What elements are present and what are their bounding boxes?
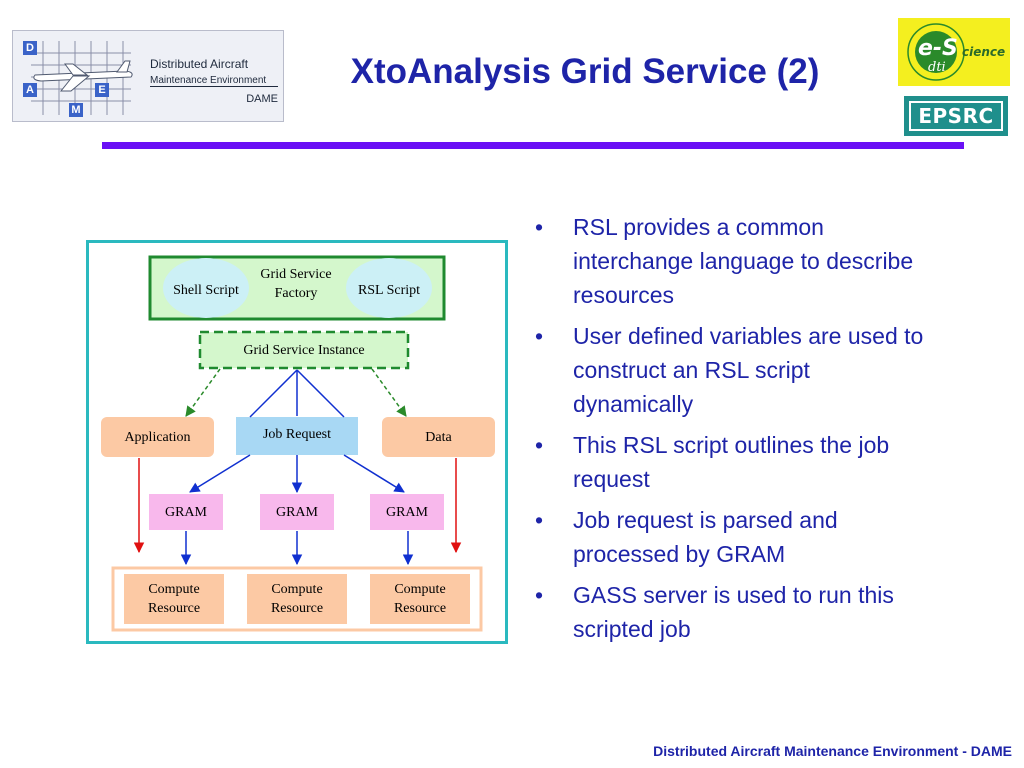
dame-letter-e: E [98, 84, 106, 96]
arrow-job-gram-1 [189, 454, 251, 493]
bullet-text: Job request is parsed and processed by G… [573, 507, 838, 567]
airplane-icon [33, 60, 133, 92]
bullet-dot: • [535, 582, 544, 608]
compute-box-3 [370, 574, 470, 624]
gram-box-1 [149, 494, 223, 530]
gram-box-3 [370, 494, 444, 530]
rsl-script-label: RSL Script [357, 282, 421, 298]
rsl-script-ellipse [346, 258, 432, 318]
slide-title: XtoAnalysis Grid Service (2) [350, 52, 820, 91]
dame-letter-a: A [26, 84, 34, 96]
application-box [101, 417, 214, 457]
data-label: Data [425, 429, 452, 445]
dame-logo-graphic [23, 41, 133, 117]
bullet-dot: • [535, 432, 544, 458]
bullet-dot: • [535, 214, 544, 240]
job-request-box [236, 417, 358, 455]
dame-logo-line1: Distributed Aircraft [150, 57, 249, 71]
bullet-item: • Job request is parsed and processed by … [535, 503, 935, 571]
escience-main-text: e-S [918, 36, 958, 61]
dame-logo-line3: DAME [246, 93, 278, 105]
compute-box-1 [124, 574, 224, 624]
bullet-list: • RSL provides a common interchange langu… [535, 210, 935, 653]
footer-text: Distributed Aircraft Maintenance Environ… [653, 743, 1012, 759]
instance-label: Grid Service Instance [243, 342, 365, 358]
instance-box [198, 330, 410, 370]
escience-sub-text: dti [928, 60, 946, 75]
bullet-text: RSL provides a common interchange langua… [573, 214, 914, 308]
compute-label-3: Compute Resource [393, 582, 447, 616]
escience-suffix-text: cience [962, 45, 1006, 59]
bullet-dot: • [535, 323, 544, 349]
gram-label-3: GRAM [385, 504, 428, 520]
arrow-instance-right [296, 369, 345, 418]
escience-logo: e-S cience dti [898, 18, 1010, 86]
escience-logo-graphic [907, 23, 965, 81]
factory-label: Grid Service Factory [260, 267, 332, 301]
gram-label-1: GRAM [164, 504, 207, 520]
application-label: Application [124, 429, 191, 445]
bullet-text: User defined variables are used to const… [573, 323, 924, 417]
dame-logo: D A E M Distributed Aircraft Maintenance… [12, 30, 284, 122]
dame-letter-m: M [71, 104, 81, 116]
compute-label-2: Compute Resource [270, 582, 324, 616]
title-rule [102, 142, 964, 149]
bullet-item: • RSL provides a common interchange langu… [535, 210, 935, 312]
job-request-label: Job Request [262, 426, 332, 442]
compute-label-1: Compute Resource [147, 582, 201, 616]
bullet-item: • GASS server is used to run this scripte… [535, 578, 935, 646]
gram-box-2 [260, 494, 334, 530]
dame-letter-d: D [26, 42, 34, 54]
compute-box-2 [247, 574, 347, 624]
bullet-text: GASS server is used to run this scripted… [573, 582, 894, 642]
shell-script-label: Shell Script [173, 282, 239, 298]
dame-logo-line2: Maintenance Environment [150, 75, 278, 87]
bullet-item: • User defined variables are used to cons… [535, 319, 935, 421]
gram-label-2: GRAM [275, 504, 318, 520]
arrow-instance-application [185, 368, 221, 417]
arrow-instance-left [249, 369, 298, 418]
arrow-instance-data [371, 368, 407, 417]
epsrc-logo: EPSRC [904, 96, 1008, 136]
data-box [382, 417, 495, 457]
arrow-job-gram-3 [343, 454, 405, 493]
bullet-item: • This RSL script outlines the job reques… [535, 428, 935, 496]
diagram-graphic [101, 255, 495, 632]
bullet-dot: • [535, 507, 544, 533]
bullet-text: This RSL script outlines the job request [573, 432, 890, 492]
shell-script-ellipse [163, 258, 249, 318]
epsrc-logo-text: EPSRC [909, 101, 1003, 131]
